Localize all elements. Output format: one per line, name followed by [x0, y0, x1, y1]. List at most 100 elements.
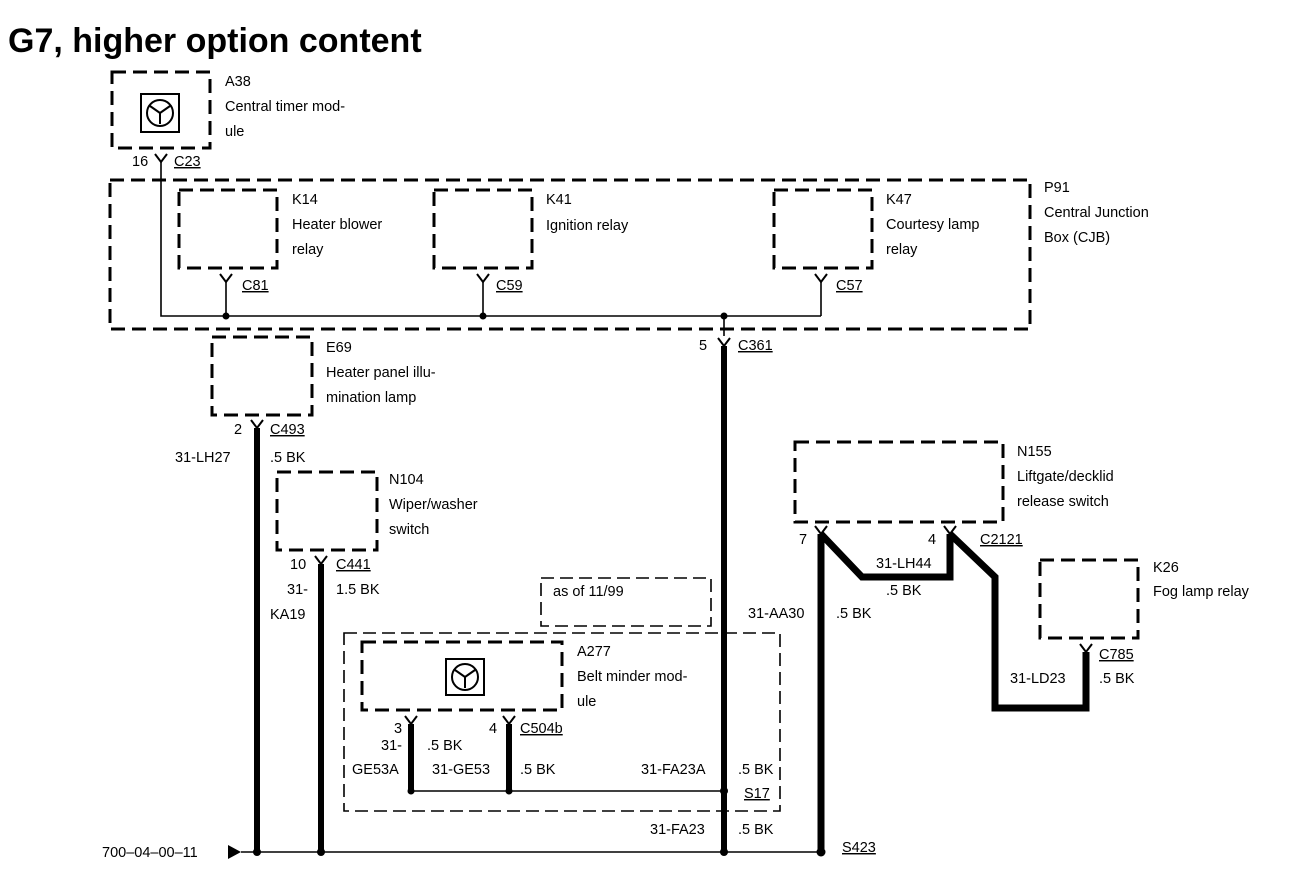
a38-desc-line2: ule [225, 124, 244, 140]
fa23-wire-gauge: .5 BK [738, 822, 774, 838]
k26-id-label: K26 [1153, 560, 1179, 576]
a277-connector-label: C504b [520, 721, 563, 737]
a277-desc-line2: ule [577, 694, 596, 710]
a277-wire-left-gauge: .5 BK [427, 738, 463, 754]
a277-module-symbol-icon [445, 658, 485, 696]
c361-pin-icon [717, 337, 731, 348]
n104-desc-line2: switch [389, 522, 429, 538]
k41-id-label: K41 [546, 192, 572, 208]
a277-option-box [343, 632, 781, 812]
k26-connector-label: C785 [1099, 647, 1134, 663]
a277-desc-line1: Belt minder mod- [577, 669, 688, 685]
a277-wire-left-line2: GE53A [352, 762, 399, 778]
page-reference-label: 700–04–00–11 [102, 845, 198, 861]
n155-pin-right-number: 4 [928, 532, 936, 548]
e69-pin-icon [250, 419, 264, 430]
a38-id-label: A38 [225, 74, 251, 90]
n155-pin-left-number: 7 [799, 532, 807, 548]
a38-desc-line1: Central timer mod- [225, 99, 345, 115]
k47-relay-box [772, 188, 874, 270]
n104-connector-label: C441 [336, 557, 371, 573]
n155-desc-line2: release switch [1017, 494, 1109, 510]
splice-dot [317, 848, 325, 856]
n155-pin-left-icon [814, 525, 828, 536]
e69-id-label: E69 [326, 340, 352, 356]
k41-connector-label: C59 [496, 278, 523, 294]
c361-connector-label: C361 [738, 338, 773, 354]
s17-splice-label: S17 [744, 786, 770, 802]
aa30-wire-code: 31-AA30 [748, 606, 804, 622]
a38-connector-label: C23 [174, 154, 201, 170]
c361-pin-number: 5 [699, 338, 707, 354]
splice-dot [720, 312, 728, 320]
a277-wire-left-line1: 31- [381, 738, 402, 754]
e69-lamp-box [210, 335, 314, 417]
n155-pin-right-icon [943, 525, 957, 536]
a277-pin-left-number: 3 [394, 721, 402, 737]
p91-desc-line2: Box (CJB) [1044, 230, 1110, 246]
a277-pin-left-icon [404, 715, 418, 726]
k41-pin-icon [476, 273, 490, 284]
e69-wire-gauge: .5 BK [270, 450, 306, 466]
e69-connector-label: C493 [270, 422, 305, 438]
k26-desc-line1: Fog lamp relay [1153, 584, 1250, 600]
k26-pin-icon [1079, 643, 1093, 654]
a38-pin-icon [154, 153, 168, 164]
ld23-wire-gauge: .5 BK [1099, 671, 1135, 687]
k47-pin-icon [814, 273, 828, 284]
fa23a-wire-code: 31-FA23A [641, 762, 706, 778]
p91-cjb-box [108, 178, 1032, 331]
s423-splice-dot [816, 847, 826, 857]
a38-pin-number: 16 [132, 154, 148, 170]
n104-wire-code-line2: KA19 [270, 607, 305, 623]
cjb-ground-bus-wire [160, 162, 821, 317]
n104-wire-code-line1: 31- [287, 582, 308, 598]
revision-note: as of 11/99 [553, 584, 624, 600]
a277-wire-right-code: 31-GE53 [432, 762, 490, 778]
wire-31-lh44 [818, 531, 954, 581]
e69-pin-number: 2 [234, 422, 242, 438]
k41-relay-box [432, 188, 534, 270]
splice-dot [253, 848, 261, 856]
e69-desc-line1: Heater panel illu- [326, 365, 436, 381]
fa23a-wire-gauge: .5 BK [738, 762, 774, 778]
diagram-title: G7, higher option content [8, 22, 422, 60]
a38-module-box [110, 70, 212, 150]
fa23-wire-code: 31-FA23 [650, 822, 705, 838]
k47-id-label: K47 [886, 192, 912, 208]
a277-pin-right-icon [502, 715, 516, 726]
a277-module-box [360, 640, 564, 712]
aa30-wire-gauge: .5 BK [836, 606, 872, 622]
splice-dot [479, 312, 487, 320]
p91-id-label: P91 [1044, 180, 1070, 196]
k47-connector-label: C57 [836, 278, 863, 294]
k47-desc-line1: Courtesy lamp [886, 217, 979, 233]
a38-module-symbol-icon [140, 93, 180, 133]
n104-desc-line1: Wiper/washer [389, 497, 478, 513]
n155-connector-label: C2121 [980, 532, 1023, 548]
splice-dot [720, 848, 728, 856]
lh44-wire-gauge: .5 BK [886, 583, 922, 599]
splice-dot [505, 787, 513, 795]
k14-desc-line2: relay [292, 242, 324, 258]
n104-pin-icon [314, 555, 328, 566]
k47-desc-line2: relay [886, 242, 918, 258]
k41-desc-line1: Ignition relay [546, 218, 629, 234]
lh44-wire-code: 31-LH44 [876, 556, 932, 572]
k14-connector-label: C81 [242, 278, 269, 294]
k14-id-label: K14 [292, 192, 318, 208]
n155-id-label: N155 [1017, 444, 1052, 460]
k14-desc-line1: Heater blower [292, 217, 382, 233]
e69-desc-line2: mination lamp [326, 390, 416, 406]
n104-pin-number: 10 [290, 557, 306, 573]
a277-pin-right-number: 4 [489, 721, 497, 737]
splice-dot [222, 312, 230, 320]
n104-switch-box [275, 470, 379, 552]
a277-wire-right-gauge: .5 BK [520, 762, 556, 778]
s423-splice-label: S423 [842, 840, 876, 856]
revision-note-box [540, 577, 712, 627]
ld23-wire-code: 31-LD23 [1010, 671, 1066, 687]
p91-desc-line1: Central Junction [1044, 205, 1149, 221]
splice-dot [407, 787, 415, 795]
